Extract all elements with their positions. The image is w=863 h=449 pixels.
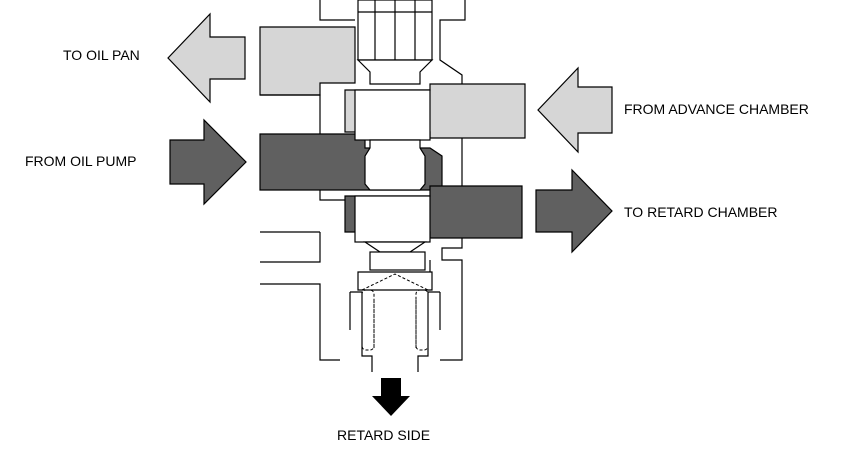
spool-valve bbox=[354, 0, 434, 291]
arrow-from-oil-pump bbox=[169, 118, 247, 206]
arrow-to-retard-chamber bbox=[535, 168, 613, 254]
arrow-retard-side bbox=[372, 378, 410, 416]
arrow-to-oil-pan bbox=[167, 12, 246, 104]
valve-body bbox=[260, 0, 466, 361]
label-from-advance-chamber: FROM ADVANCE CHAMBER bbox=[624, 101, 809, 117]
spring-plug bbox=[349, 291, 441, 372]
drain-passage-to-oil-pan bbox=[259, 26, 356, 96]
label-retard-side: RETARD SIDE bbox=[337, 427, 431, 443]
label-to-oil-pan: TO OIL PAN bbox=[63, 47, 140, 63]
label-to-retard-chamber: TO RETARD CHAMBER bbox=[624, 204, 778, 220]
arrow-from-advance-chamber bbox=[537, 66, 613, 154]
label-from-oil-pump: FROM OIL PUMP bbox=[25, 153, 137, 169]
spring bbox=[361, 273, 429, 351]
